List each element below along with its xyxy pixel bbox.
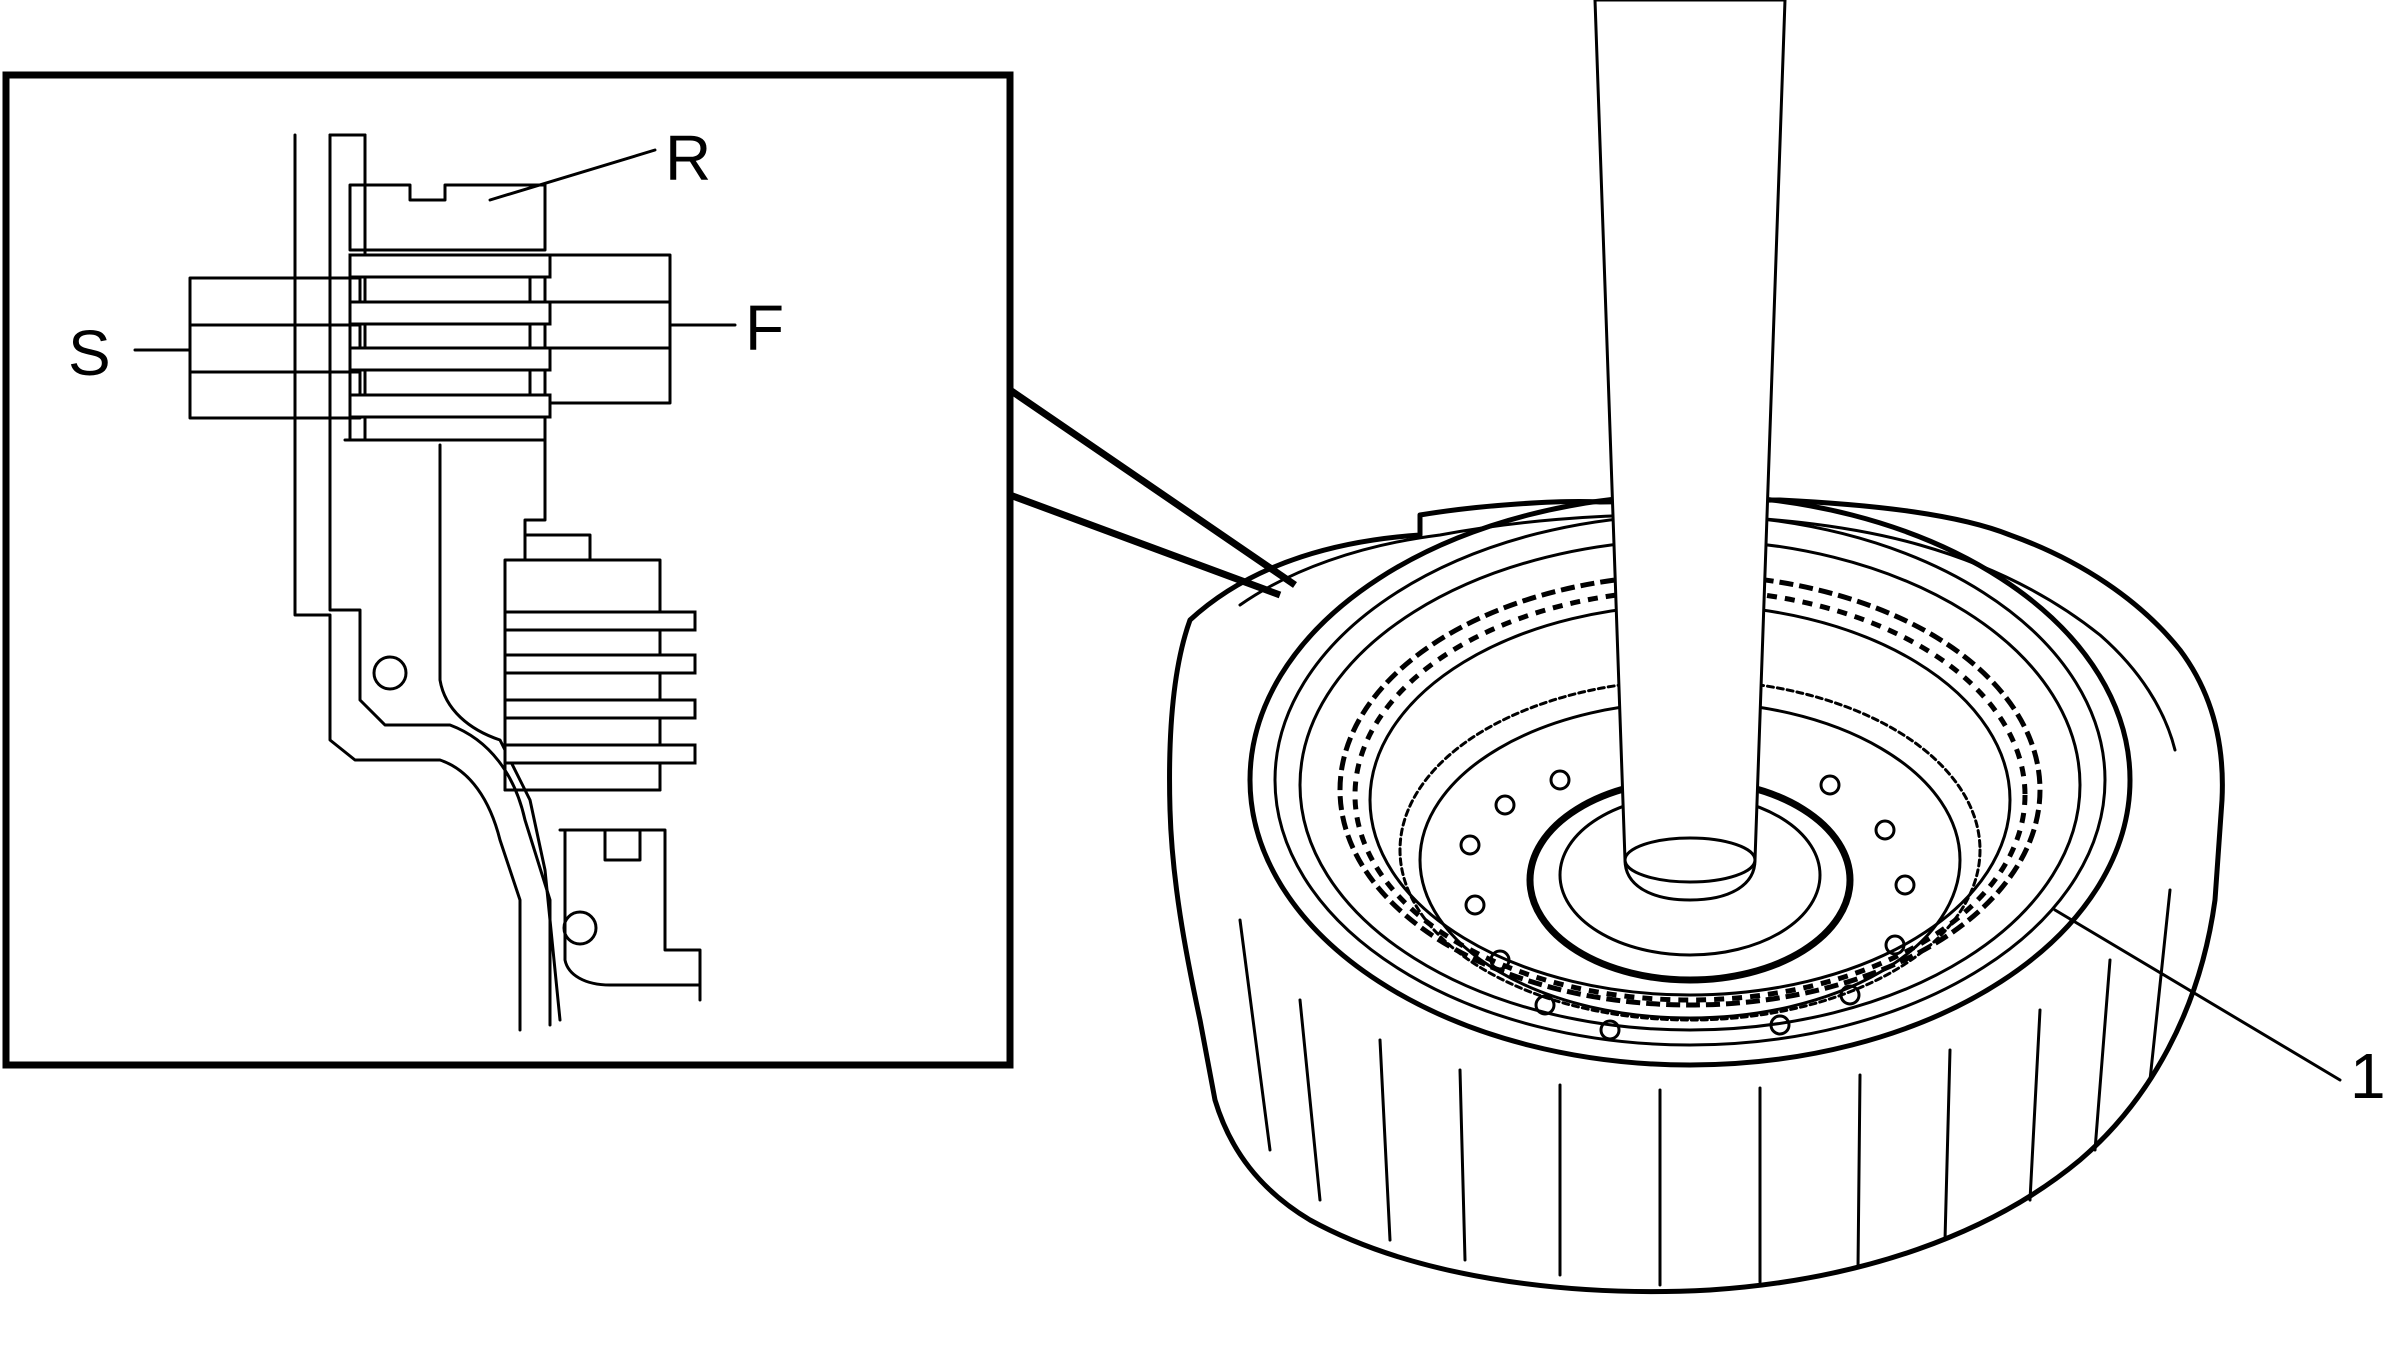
label-r: R — [665, 122, 711, 194]
clutch-drum-illustration — [1167, 0, 2225, 1295]
hub-holes — [1459, 769, 1916, 1041]
friction-plates-upper — [528, 253, 672, 405]
tool-shaft-tip — [1623, 836, 1757, 884]
inset-pointer — [1008, 387, 1297, 599]
housing-profile — [293, 133, 522, 1032]
label-s: S — [68, 317, 111, 389]
clutch-plate-stack-mid — [1352, 587, 2028, 1003]
lower-housing — [523, 438, 547, 537]
inset-detail: R S F — [2, 71, 1014, 1069]
callout-1: 1 — [2350, 1040, 2386, 1112]
inset-frame — [2, 71, 1014, 1069]
plate-stack-lower — [503, 533, 697, 792]
steel-plates-upper — [188, 276, 362, 420]
drum-splines — [1238, 888, 2172, 1287]
reaction-plate — [348, 183, 547, 252]
label-f: F — [745, 292, 784, 364]
o-ring-upper — [372, 655, 408, 691]
plate-stack-upper — [348, 253, 552, 442]
o-ring-lower — [562, 910, 598, 946]
tool-shaft — [1593, 0, 1787, 902]
leader-1 — [2053, 908, 2342, 1082]
leader-r — [488, 148, 657, 202]
